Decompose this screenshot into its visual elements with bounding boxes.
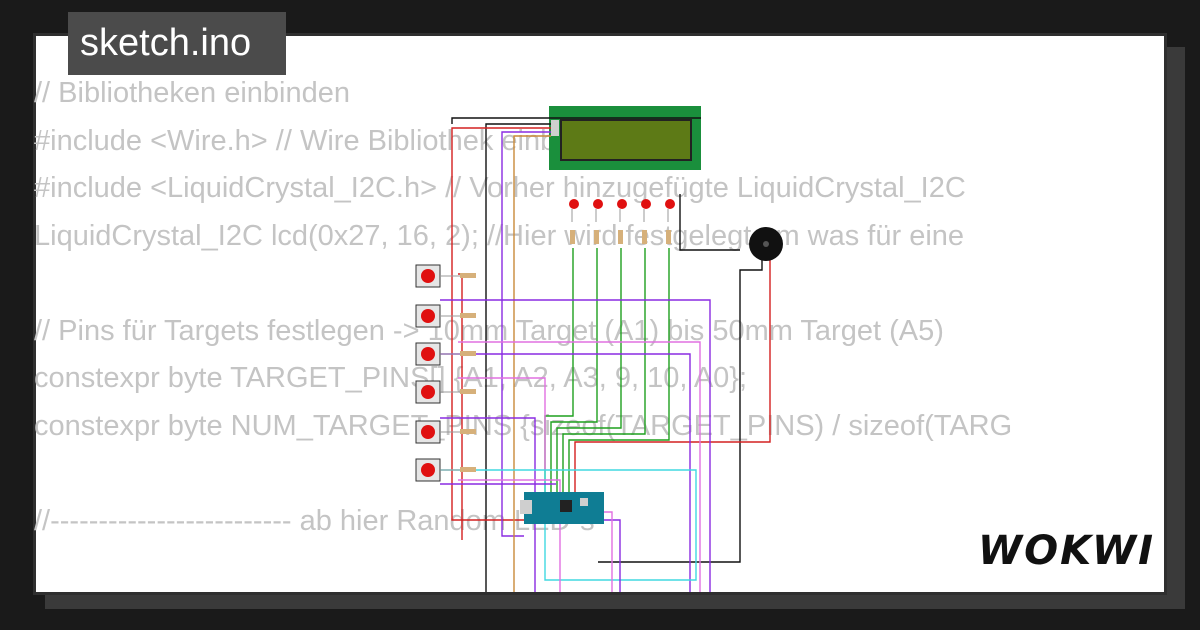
buzzer[interactable] <box>749 227 783 261</box>
red-led-icon[interactable] <box>569 199 579 244</box>
red-led-icon[interactable] <box>665 199 675 244</box>
pushbutton-icon[interactable] <box>415 264 476 288</box>
lcd-display[interactable] <box>549 106 701 170</box>
red-led-icon[interactable] <box>641 199 651 244</box>
pushbutton-icon[interactable] <box>415 380 476 404</box>
code-line: // Bibliotheken einbinden <box>34 77 351 109</box>
code-line: #include <LiquidCrystal_I2C.h> // Vorher… <box>34 172 966 204</box>
red-led-icon[interactable] <box>617 199 627 244</box>
arduino-nano[interactable] <box>520 492 604 524</box>
pushbutton-icon[interactable] <box>415 342 476 366</box>
red-led-icon[interactable] <box>593 199 603 244</box>
code-line: constexpr byte NUM_TARGET_PINS {sizeof(T… <box>34 409 1013 442</box>
pushbutton-icon[interactable] <box>415 304 476 328</box>
pushbutton-icon[interactable] <box>415 458 476 482</box>
code-preview: // Bibliotheken einbinden#include <Wire.… <box>34 70 1100 545</box>
wokwi-logo: WOKWI <box>978 528 1156 574</box>
pushbutton-icon[interactable] <box>415 420 476 444</box>
button-column <box>415 264 476 482</box>
file-name-tab[interactable]: sketch.ino <box>68 12 286 75</box>
code-line: // Pins für Targets festlegen -> 10mm Ta… <box>34 314 944 347</box>
wire-group <box>440 117 771 592</box>
led-row <box>569 199 675 244</box>
